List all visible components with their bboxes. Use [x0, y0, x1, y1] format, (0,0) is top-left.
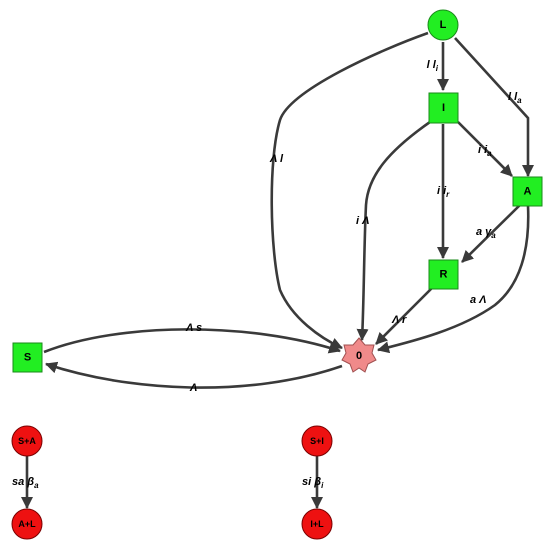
- edge-label-i-to-a: i ia: [478, 144, 492, 158]
- edge-i-to-sink: [356, 120, 431, 341]
- edge-s-to-sink: [43, 328, 341, 354]
- edge-l-to-a: [454, 37, 534, 177]
- node-sink-label: 0: [356, 350, 362, 362]
- node-s-plus-i[interactable]: S+I: [301, 425, 333, 457]
- edge-label-l-to-i: l li: [427, 59, 439, 73]
- node-s[interactable]: S: [12, 342, 43, 373]
- node-s-plus-i-label: S+I: [310, 436, 324, 446]
- node-s-label: S: [24, 352, 31, 364]
- node-i-plus-l[interactable]: I+L: [301, 508, 333, 540]
- node-sink[interactable]: 0: [341, 337, 377, 373]
- edge-label-s-to-sink: Λ s: [185, 322, 202, 334]
- node-l-label: L: [440, 19, 447, 31]
- edge-a-to-r: [461, 204, 521, 263]
- edge-l-to-sink: [270, 31, 429, 350]
- edge-r-to-sink: [375, 287, 433, 345]
- node-s-plus-a-label: S+A: [18, 436, 36, 446]
- edge-i-to-a: [457, 121, 513, 177]
- node-s-plus-a[interactable]: S+A: [11, 425, 43, 457]
- edge-label-l-to-a: l la: [508, 91, 522, 105]
- node-a-plus-l[interactable]: A+L: [11, 508, 43, 540]
- node-l[interactable]: L: [427, 9, 459, 41]
- node-i[interactable]: I: [428, 92, 459, 124]
- edge-label-si-to-il: si βi: [302, 476, 324, 490]
- edge-label-r-to-sink: Λ r: [391, 314, 407, 326]
- node-a[interactable]: A: [512, 176, 543, 207]
- node-i-plus-l-label: I+L: [310, 519, 324, 529]
- node-r[interactable]: R: [428, 259, 459, 290]
- edge-a-to-sink: [377, 205, 530, 354]
- edge-label-a-to-sink: a Λ: [470, 294, 487, 306]
- node-a-plus-l-label: A+L: [18, 519, 36, 529]
- edge-label-sa-to-al: sa βa: [12, 476, 39, 490]
- edge-label-i-to-sink: i Λ: [356, 215, 369, 227]
- edge-label-i-to-r: i ir: [437, 185, 450, 199]
- edge-label-a-to-r: a γa: [476, 226, 496, 240]
- node-r-label: R: [440, 269, 448, 281]
- edge-label-sink-to-s: Λ: [189, 382, 197, 394]
- edge-sink-to-s: [45, 361, 343, 389]
- node-i-label: I: [442, 102, 445, 114]
- edge-label-l-to-sink: Λ l: [269, 153, 284, 165]
- node-a-label: A: [524, 186, 532, 198]
